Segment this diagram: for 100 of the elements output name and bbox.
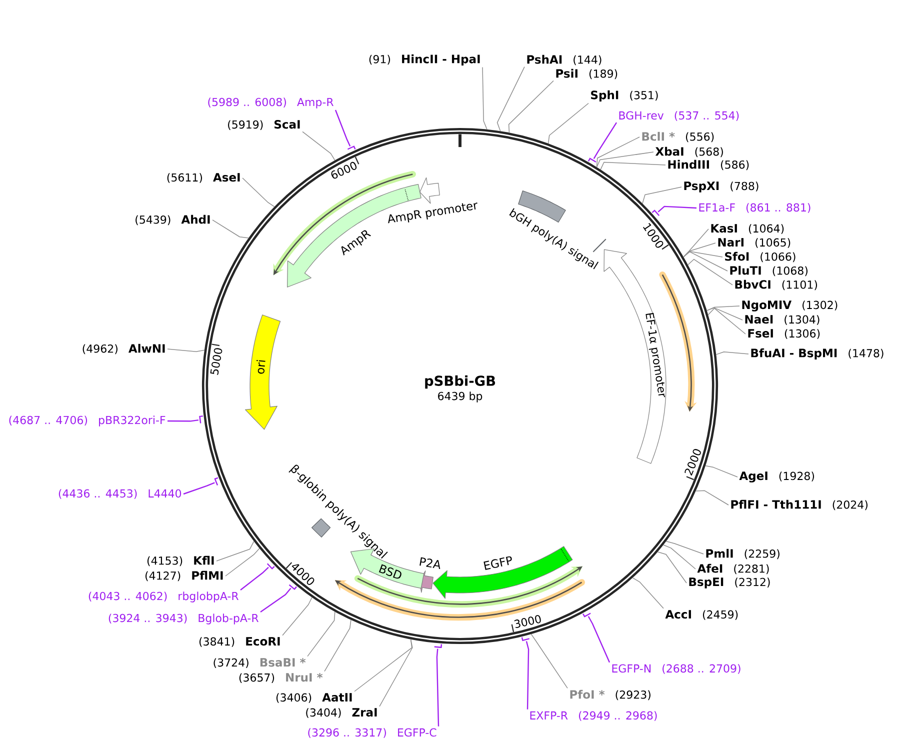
leader-line <box>334 110 351 146</box>
leader-line <box>496 66 525 132</box>
primer-range: (5989 .. 6008) <box>208 98 286 108</box>
enzyme-name: AatII <box>322 693 352 702</box>
leader-line <box>596 136 640 168</box>
enzyme-name: SfoI <box>725 252 749 261</box>
enzyme-name: AccI <box>665 610 691 619</box>
primer-range: (2949 .. 2968) <box>578 711 657 721</box>
enzyme-name: SphI <box>591 90 618 102</box>
cut-position: (1928) <box>779 472 814 482</box>
leader-line <box>307 611 336 657</box>
primer-name: Amp-R <box>297 98 334 108</box>
cut-position: (1064) <box>748 224 784 234</box>
scale-label: 5000 <box>210 348 222 375</box>
cut-position: (2459) <box>702 610 738 620</box>
cut-position: (568) <box>695 147 723 158</box>
leader-line <box>282 597 312 636</box>
enzyme-name: AseI <box>213 173 240 182</box>
primer-name: EF1a-F <box>699 203 735 212</box>
primer-range: (3296 .. 3317) <box>308 728 386 738</box>
leader-line <box>662 544 696 570</box>
leader-line <box>436 648 440 726</box>
cut-position: (2259) <box>744 549 780 560</box>
primer-name: BGH-rev <box>619 111 664 120</box>
cut-position: (2024) <box>832 500 868 510</box>
cut-position: (556) <box>686 132 714 142</box>
enzyme-name: XbaI <box>655 146 684 156</box>
cut-position: (3841) <box>199 637 234 647</box>
cut-position: (788) <box>730 182 758 192</box>
enzyme-name: ScaI <box>274 120 300 129</box>
enzyme-name: AlwNI <box>128 344 165 353</box>
leader-line <box>596 152 654 168</box>
leader-line <box>600 162 666 170</box>
leader-line <box>666 540 704 554</box>
cut-position: (1478) <box>848 348 884 359</box>
primer-site-mark <box>199 416 203 424</box>
leader-line <box>482 66 488 130</box>
primer-site-mark <box>347 146 356 150</box>
cut-position: (1304) <box>784 315 820 325</box>
primer-range: (537 .. 554) <box>674 111 739 121</box>
enzyme-name: AgeI <box>739 472 768 482</box>
primer-site-mark <box>214 477 218 486</box>
leader-line <box>354 638 412 692</box>
enzyme-name: BfuAI - BspMI <box>751 348 837 360</box>
leader-line <box>683 251 728 272</box>
cut-position: (3657) <box>239 673 274 683</box>
enzyme-name: ZraI <box>352 708 377 717</box>
leader-line <box>530 634 568 689</box>
cut-position: (91) <box>369 54 390 65</box>
leader-line <box>683 242 716 258</box>
primer-site-mark <box>266 563 275 570</box>
leader-line <box>706 307 743 320</box>
leader-line <box>225 548 260 576</box>
leader-line <box>508 80 554 134</box>
cut-position: (2281) <box>734 564 769 574</box>
cut-position: (1068) <box>772 266 808 276</box>
leader-line <box>708 308 746 334</box>
leader-line <box>548 102 589 144</box>
cut-position: (4153) <box>147 556 182 566</box>
enzyme-name: FseI <box>748 329 773 338</box>
leader-line <box>642 186 682 204</box>
feature-segment: EF-1α promoter <box>604 249 666 464</box>
primer-range: (3924 .. 3943) <box>108 614 187 624</box>
enzyme-name: BbvCI <box>735 280 770 289</box>
primer-name: rbglobpA-R <box>178 592 238 602</box>
leader-line <box>216 540 254 562</box>
leader-line <box>593 122 618 160</box>
primer-range: (4436 .. 4453) <box>58 489 137 499</box>
leader-line <box>526 641 530 710</box>
enzyme-name: NruI * <box>286 673 323 682</box>
leader-line <box>302 131 336 161</box>
primer-range: (2688 .. 2709) <box>662 664 740 674</box>
cut-position: (1065) <box>755 238 790 248</box>
primer-name: pBR322ori-F <box>99 416 166 426</box>
enzyme-name: NarI <box>718 238 744 247</box>
leader-line <box>687 258 733 286</box>
scale-label: 2000 <box>684 449 701 476</box>
cut-position: (5439) <box>136 215 170 226</box>
leader-line <box>242 178 275 208</box>
cut-position: (586) <box>720 160 749 170</box>
leader-line <box>632 577 664 609</box>
primer-range: (861 .. 881) <box>746 203 810 213</box>
enzyme-name: HincII - HpaI <box>402 54 480 66</box>
leader-line <box>168 420 199 422</box>
feature-segment: ori <box>245 314 281 430</box>
cut-position: (1302) <box>802 300 838 310</box>
leader-line <box>167 348 205 352</box>
primer-site-mark <box>588 158 596 162</box>
primer-name: EGFP-C <box>398 728 436 737</box>
primer-name: EXFP-R <box>530 711 568 720</box>
cut-position: (1306) <box>784 329 820 339</box>
leader-line <box>240 566 269 590</box>
cut-position: (144) <box>574 55 602 66</box>
cut-position: (3404) <box>306 708 341 718</box>
cut-position: (1066) <box>760 252 796 262</box>
cut-position: (3724) <box>214 658 248 668</box>
leader-line <box>324 620 352 672</box>
leader-line <box>705 465 738 478</box>
enzyme-name: PfoI * <box>570 690 605 699</box>
cut-position: (2923) <box>616 690 650 700</box>
